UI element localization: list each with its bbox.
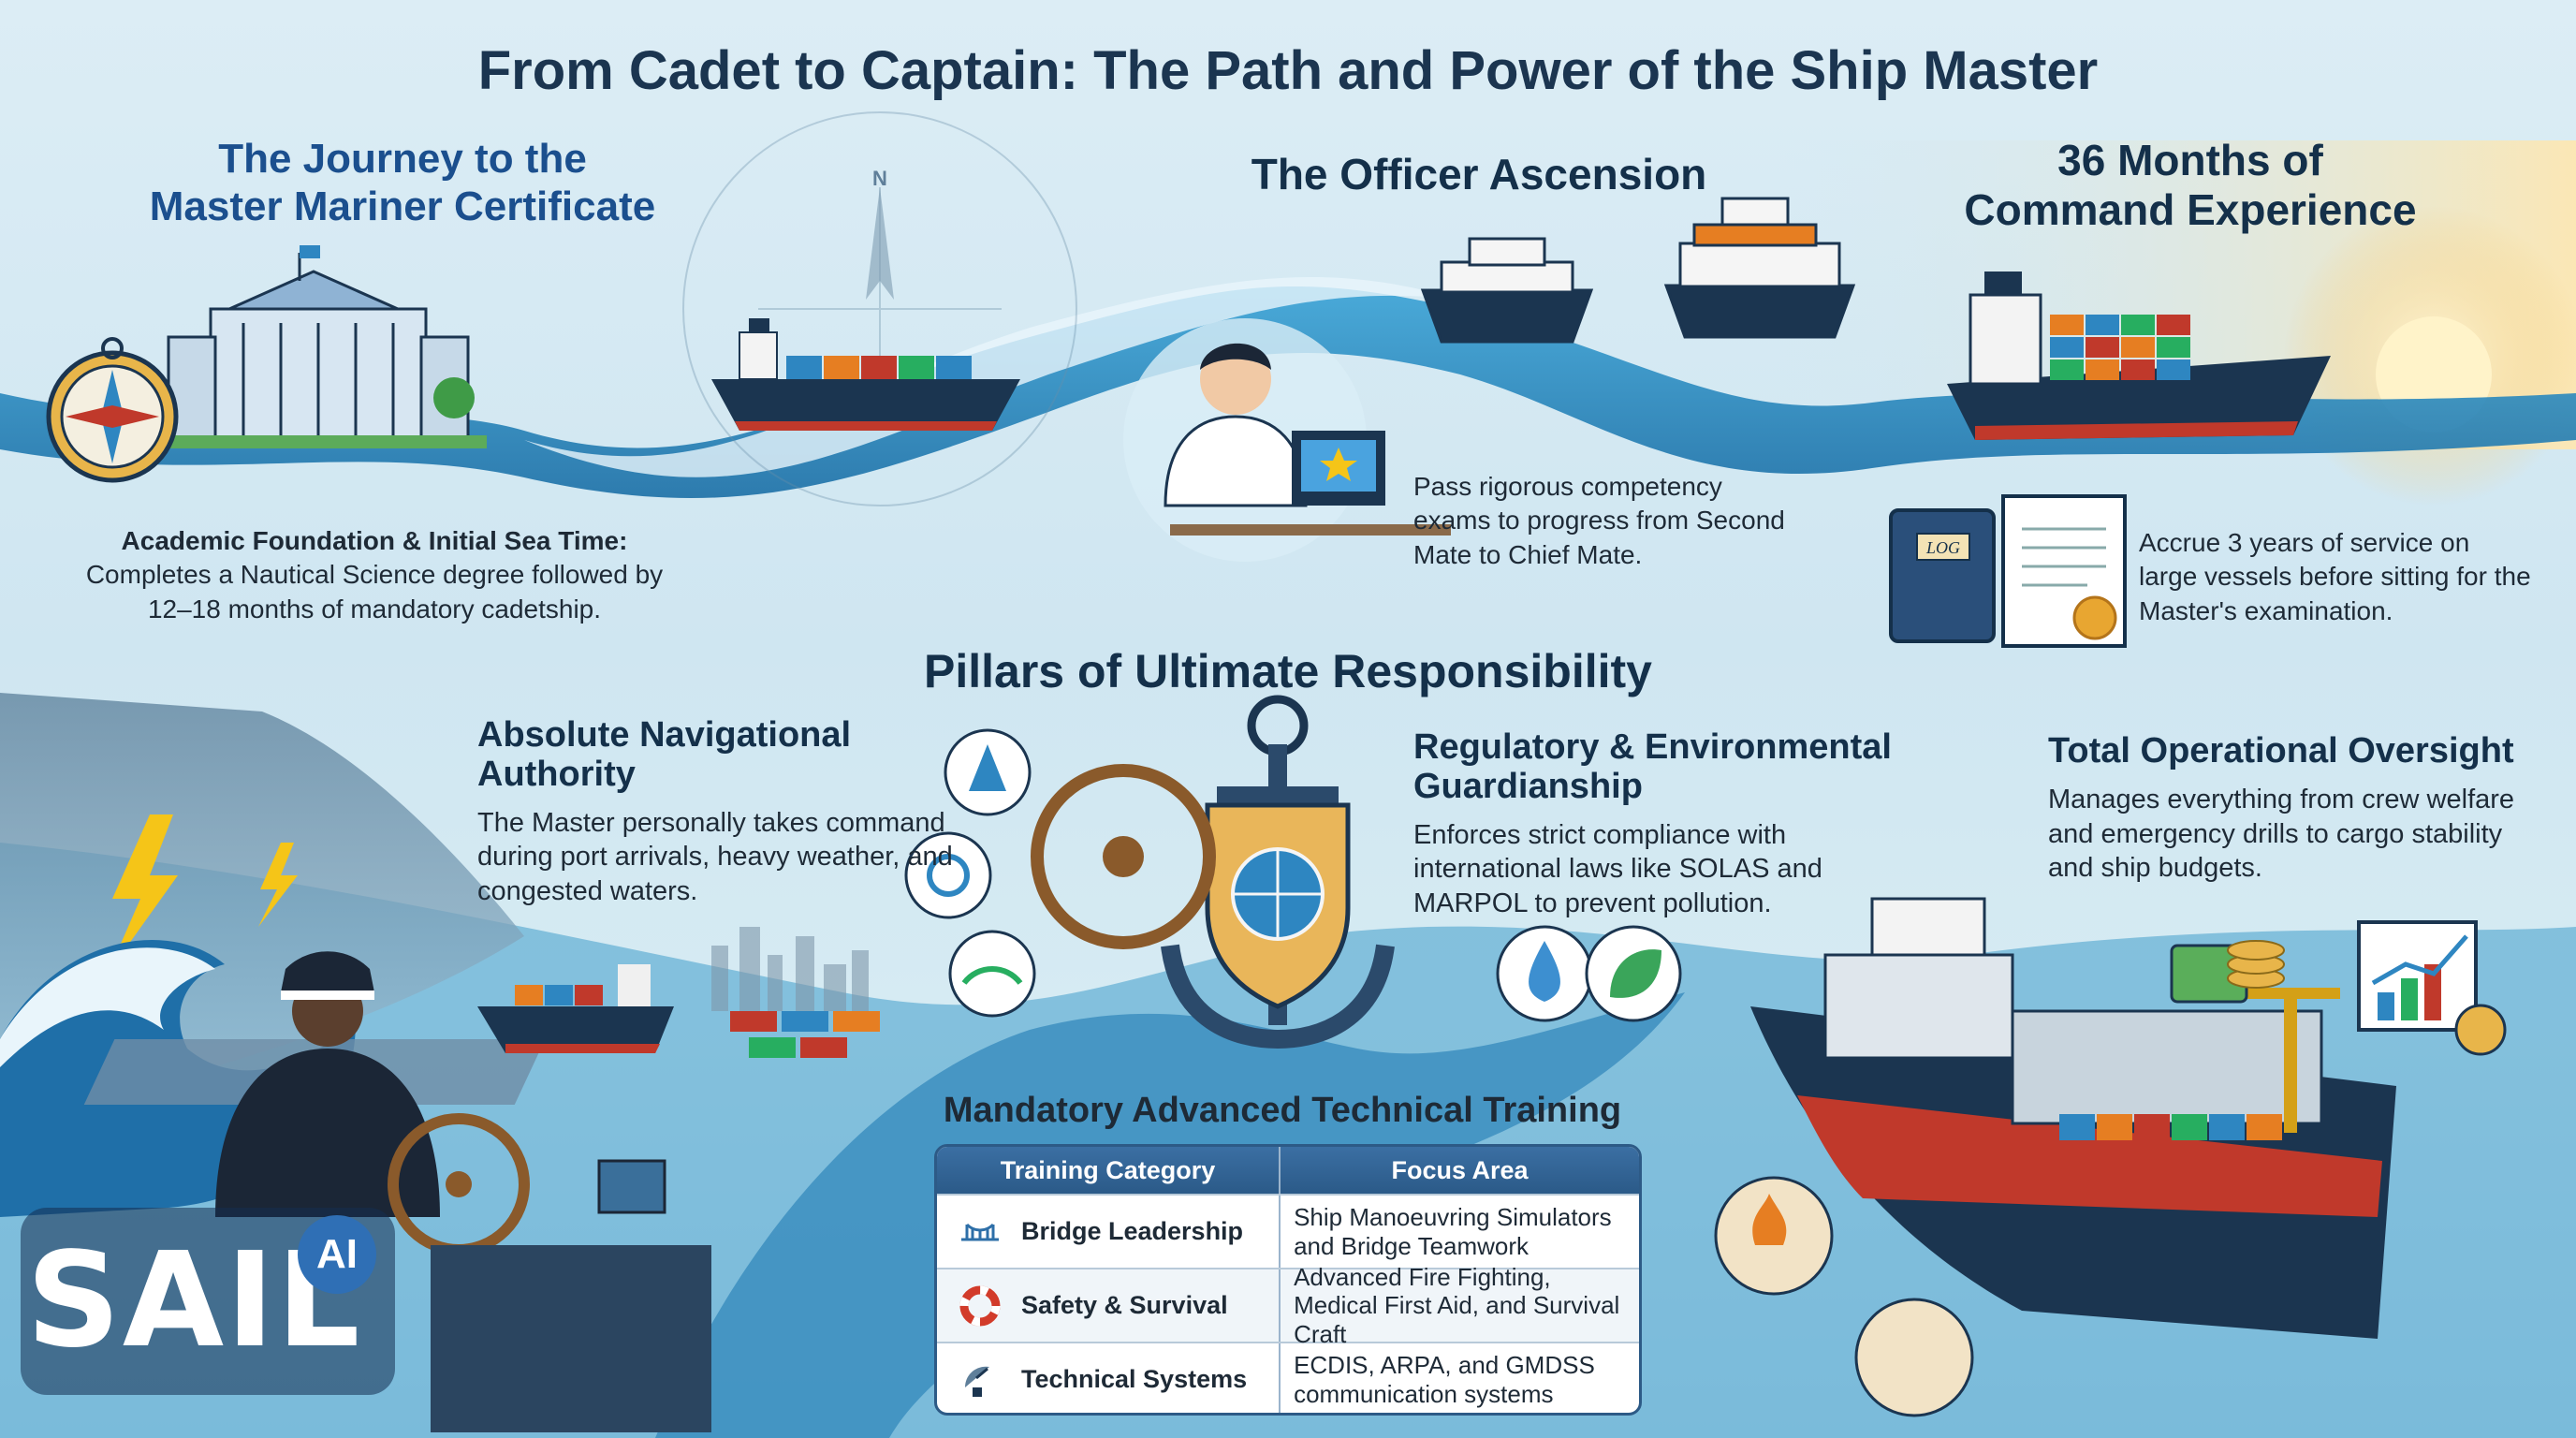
- cargo-ship-illustration: [711, 318, 1020, 431]
- growth-chart-icon: [2357, 920, 2507, 1056]
- compass-north-letter: N: [872, 167, 887, 190]
- captain-at-helm-illustration: [215, 951, 711, 1432]
- page-title: From Cadet to Captain: The Path and Powe…: [477, 40, 2099, 101]
- logo-ai-badge: AI: [298, 1215, 376, 1294]
- ascension-description: Pass rigorous competency exams to progre…: [1413, 472, 1785, 569]
- row-focus: Advanced Fire Fighting, Medical First Ai…: [1294, 1263, 1620, 1348]
- pillar-nav-body: The Master personally takes command duri…: [477, 807, 953, 907]
- journey-title-line1: The Journey to the: [218, 136, 587, 182]
- pillar-nav-heading: Absolute Navigational Authority: [477, 715, 852, 794]
- pillar-operational-oversight: Total Operational Oversight Manages ever…: [2048, 731, 2535, 886]
- row-focus: ECDIS, ARPA, and GMDSS communication sys…: [1294, 1351, 1595, 1408]
- command-title-line2: Command Experience: [1964, 184, 2417, 234]
- table-header: Training Category Focus Area: [937, 1147, 1639, 1194]
- container-ship-illustration: [1947, 271, 2331, 440]
- cargo-officer-icon: [1854, 1298, 1974, 1417]
- compass-icon: [46, 337, 179, 483]
- pillars-title: Pillars of Ultimate Responsibility: [924, 645, 1652, 697]
- training-title: Mandatory Advanced Technical Training: [943, 1091, 1622, 1130]
- training-table: Training Category Focus Area Bridge Lead…: [934, 1144, 1642, 1416]
- anchor-shield-emblem: [1031, 695, 1395, 1049]
- table-row: Safety & Survival Advanced Fire Fighting…: [937, 1263, 1639, 1348]
- pillar-reg-heading: Regulatory & Environmental Guardianship: [1413, 727, 1892, 806]
- cutaway-ship-illustration: [1750, 897, 2396, 1339]
- officer-section-title: The Officer Ascension: [1251, 150, 1707, 198]
- pillar-regulatory-guardianship: Regulatory & Environmental Guardianship …: [1413, 727, 1938, 921]
- money-icon: [2170, 940, 2285, 1004]
- satellite-dish-icon: [965, 1366, 989, 1397]
- academic-description: Academic Foundation & Initial Sea Time: …: [84, 524, 665, 626]
- lifebuoy-icon: [959, 1285, 1001, 1326]
- academic-body: Completes a Nautical Science degree foll…: [85, 560, 664, 624]
- logbook-icon: [1889, 508, 1996, 643]
- certificate-icon: [2001, 494, 2127, 648]
- bridge-icon: [961, 1223, 999, 1240]
- row-focus: Ship Manoeuvring Simulators and Bridge T…: [1294, 1203, 1612, 1260]
- journey-section-title: The Journey to the Master Mariner Certif…: [103, 136, 702, 230]
- row-category: Safety & Survival: [1021, 1291, 1228, 1319]
- pillar-ops-body: Manages everything from crew welfare and…: [2048, 784, 2515, 884]
- academy-building: [167, 253, 470, 442]
- log-label: LOG: [1925, 538, 1960, 557]
- table-row: Bridge Leadership Ship Manoeuvring Simul…: [937, 1194, 1639, 1268]
- header-focus-area: Focus Area: [1391, 1155, 1529, 1184]
- command-section-title: 36 Months of Command Experience: [1928, 136, 2452, 235]
- header-training-category: Training Category: [937, 1147, 1281, 1194]
- command-title-line1: 36 Months of: [2057, 136, 2323, 184]
- experience-description: Accrue 3 years of service on large vesse…: [2139, 528, 2531, 625]
- officer-at-desk-illustration: [1164, 343, 1451, 536]
- helm-circle-icon: [904, 831, 992, 919]
- lightning-icon: [108, 814, 178, 974]
- passenger-ship-illustration: [1420, 197, 1856, 344]
- wave-circle-icon: [948, 930, 1036, 1018]
- pillar-navigational-authority: Absolute Navigational Authority The Mast…: [477, 715, 964, 909]
- pillar-ops-heading: Total Operational Oversight: [2048, 731, 2514, 770]
- row-category: Technical Systems: [1021, 1365, 1248, 1393]
- pillar-reg-body: Enforces strict compliance with internat…: [1413, 819, 1822, 919]
- journey-title-line2: Master Mariner Certificate: [149, 183, 656, 229]
- row-category: Bridge Leadership: [1021, 1217, 1244, 1245]
- table-row: Technical Systems ECDIS, ARPA, and GMDSS…: [937, 1342, 1639, 1413]
- academic-heading: Academic Foundation & Initial Sea Time:: [121, 526, 628, 555]
